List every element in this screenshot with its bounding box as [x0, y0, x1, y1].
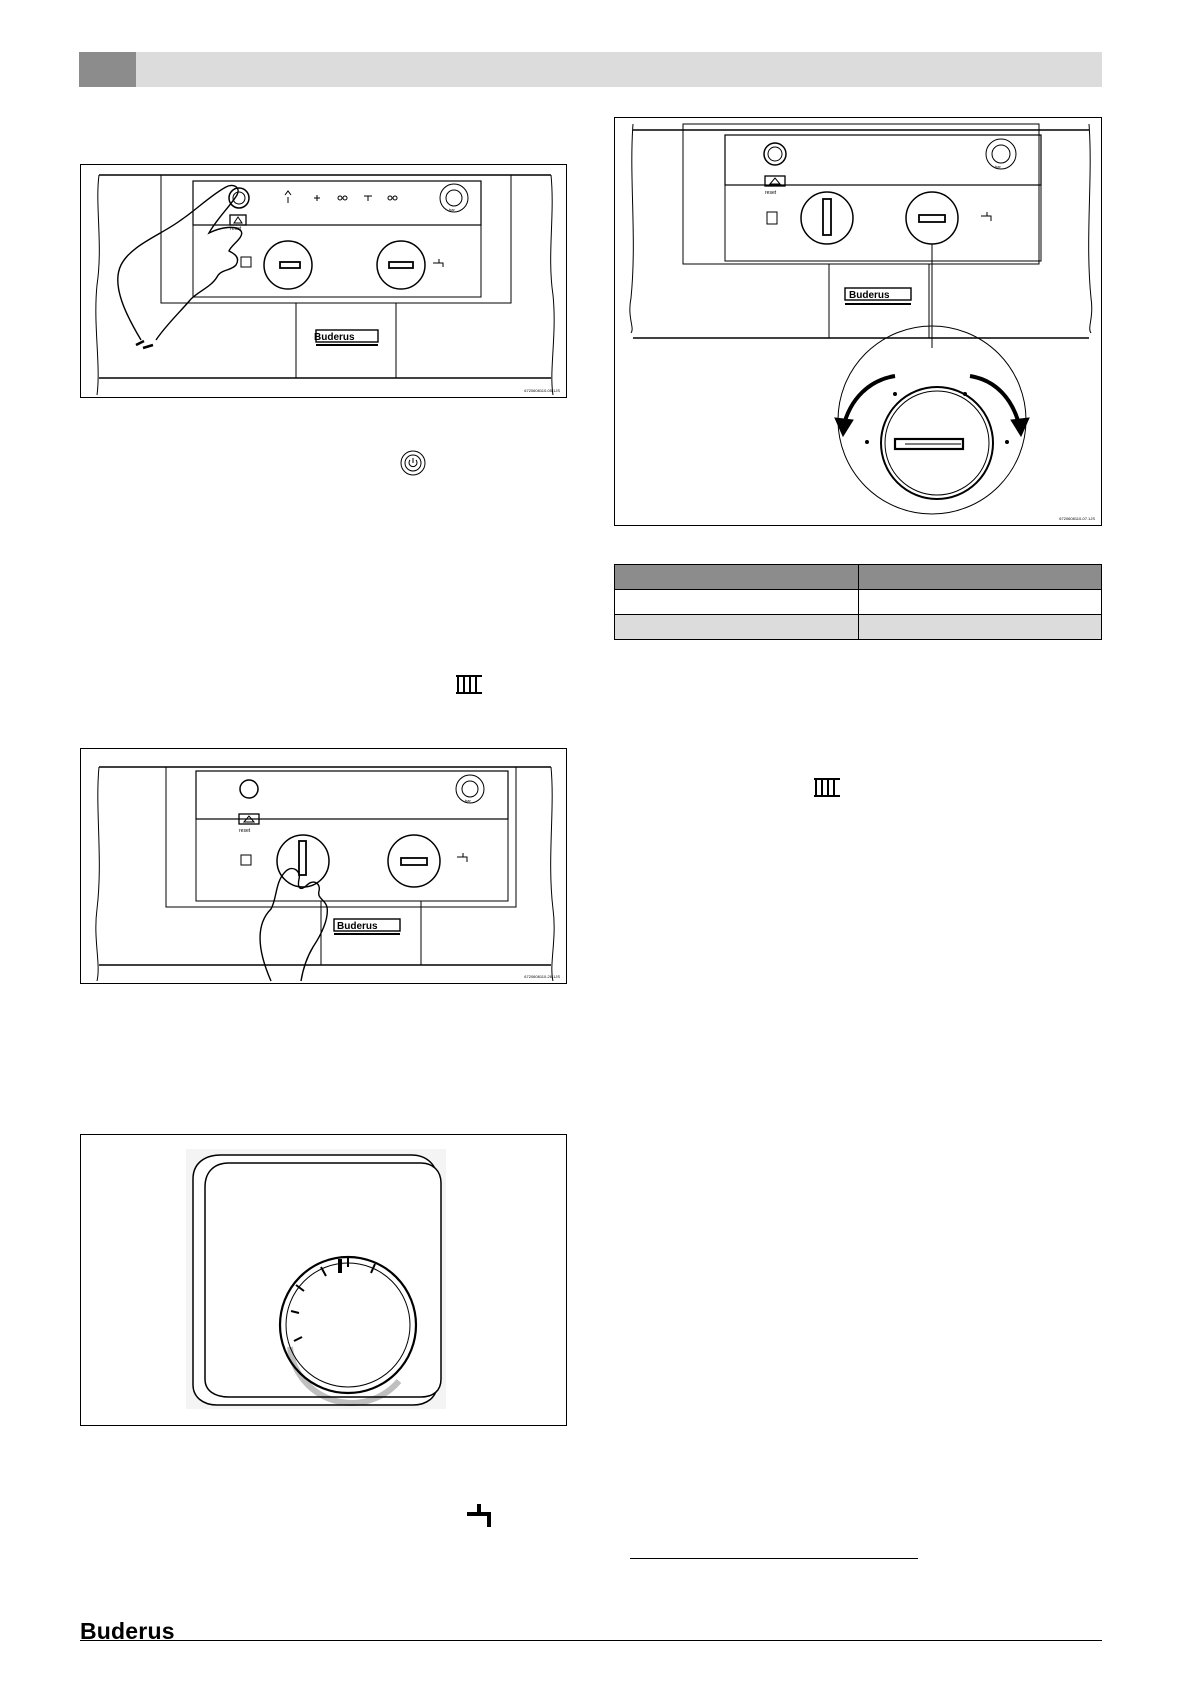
power-button-icon: [400, 450, 426, 476]
table-row: [614, 589, 1102, 615]
figure-set-heating-temperature: Buderus reset bar 6720608110-26.1JS: [80, 748, 567, 984]
radiator-icon: [812, 776, 842, 798]
pressure-gauge-label: bar: [995, 164, 1001, 169]
footer-divider: [80, 1640, 1102, 1641]
footnote-divider: [630, 1558, 918, 1559]
table-cell: [614, 614, 859, 640]
footer-brand-logo: Buderus: [80, 1618, 175, 1644]
boiler-brand-plate: Buderus: [314, 332, 355, 343]
boiler-brand-plate: Buderus: [337, 921, 378, 932]
pressure-gauge-label: bar: [465, 798, 471, 803]
figure-code: 6720608110-05.1JS: [524, 388, 560, 393]
figure-power-on: Buderus reset bar 6720608110-05.1JS: [80, 164, 567, 398]
table-header-cell: [857, 564, 1102, 590]
pressure-gauge-label: bar: [449, 207, 455, 212]
figure-code: 6720608110-07.1JS: [1059, 516, 1095, 521]
chapter-number-box: [79, 52, 136, 87]
temperature-settings-table: [614, 564, 1102, 640]
reset-label: reset: [239, 828, 251, 834]
figure-set-hot-water-temperature: Buderus reset bar 6720608110-07.1JS: [614, 117, 1102, 526]
reset-label: reset: [765, 190, 777, 196]
table-cell: [857, 589, 1102, 615]
table-row: [614, 614, 1102, 640]
reset-label: reset: [230, 226, 242, 232]
table-cell: [857, 614, 1102, 640]
chapter-title-bar: [136, 52, 1102, 87]
table-header-cell: [614, 564, 859, 590]
boiler-brand-plate: Buderus: [849, 290, 890, 301]
table-header-row: [614, 564, 1102, 590]
boiler-panel-illustration: Buderus reset bar: [95, 174, 555, 396]
table-cell: [614, 589, 859, 615]
figure-code: 6720608110-26.1JS: [524, 974, 560, 979]
hot-water-tap-icon: [465, 1500, 501, 1530]
radiator-icon: [454, 673, 484, 695]
figure-room-thermostat: [80, 1134, 567, 1426]
